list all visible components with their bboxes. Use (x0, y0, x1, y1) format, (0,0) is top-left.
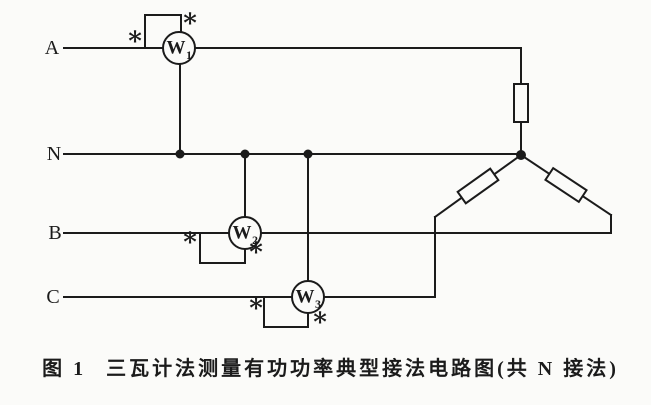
polarity-mark-w1-current: * (128, 27, 142, 57)
w1-voltage-tap (144, 14, 182, 49)
phase-a-label: A (45, 37, 60, 59)
polarity-mark-w3-current: * (249, 294, 263, 324)
wattmeter-w2-body (228, 216, 262, 250)
polarity-mark-w3-voltage: * (313, 308, 327, 338)
circuit-diagram: A N B C W 1 W 2 W 3 * * * * * * (45, 9, 613, 338)
junction-dot-w3-neutral (303, 149, 313, 159)
polarity-mark-w1-voltage: * (183, 9, 197, 39)
wattmeter-w1-label: W (167, 38, 186, 59)
wattmeter-w3-body (291, 280, 325, 314)
w3-voltage-tap (263, 296, 309, 328)
resistor-phase-c (456, 167, 500, 205)
wattmeter-w2-subscript: 2 (252, 233, 258, 247)
phase-b-label: B (48, 222, 61, 244)
junction-dot-w1-neutral (175, 149, 185, 159)
figure-number: 图 1 (42, 358, 87, 380)
wattmeter-w2-label: W (233, 223, 252, 244)
wattmeter-w1-body (162, 31, 196, 65)
star-junction-dot (516, 150, 526, 160)
resistor-phase-b (544, 166, 588, 204)
polarity-mark-w2-current: * (183, 228, 197, 258)
phase-c-label: C (46, 286, 59, 308)
wattmeter-w3-subscript: 3 (315, 297, 321, 311)
w2-voltage-tap (199, 232, 246, 264)
resistor-phase-a (513, 83, 529, 123)
wattmeter-w3-label: W (296, 287, 315, 308)
junction-dot-w2-neutral (240, 149, 250, 159)
neutral-label: N (47, 143, 61, 165)
figure-title: 三瓦计法测量有功功率典型接法电路图(共 N 接法) (106, 358, 619, 380)
wattmeter-w1-subscript: 1 (186, 48, 192, 62)
polarity-mark-w2-voltage: * (249, 238, 263, 268)
figure-caption: 图 1 三瓦计法测量有功功率典型接法电路图(共 N 接法) (0, 352, 651, 381)
